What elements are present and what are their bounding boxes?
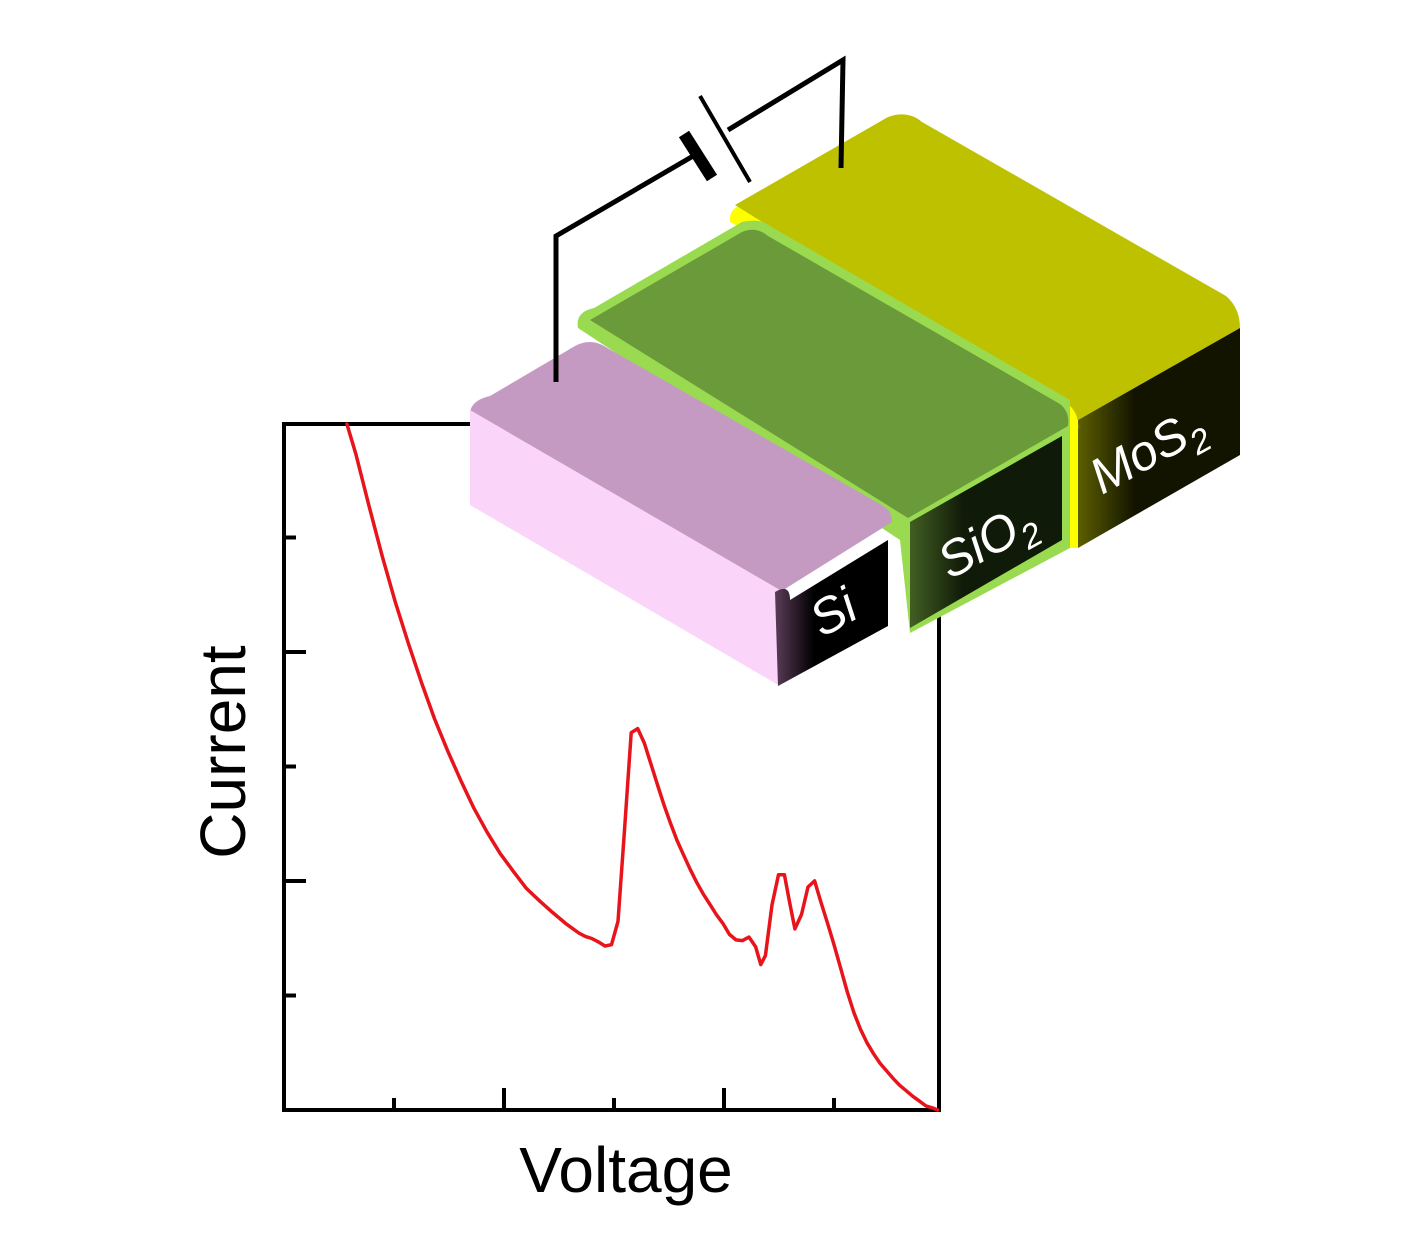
current-voltage-chart: Voltage Current (187, 422, 941, 1206)
wire-right (726, 55, 846, 169)
si-front-face (470, 410, 780, 686)
sio2-layer: SiO2 (577, 220, 1070, 633)
mos2-end-highlight (1062, 400, 1079, 548)
si-layer: Si (470, 342, 892, 686)
capacitor-plate-thick-icon (678, 130, 718, 182)
capacitor-plate-thin-icon (698, 94, 752, 184)
mos2-top-face (735, 114, 1240, 420)
sio2-top-face (590, 229, 1069, 518)
mos2-end-face (1078, 328, 1240, 548)
si-end-face (775, 540, 888, 686)
circuit-wire (553, 55, 846, 382)
device-illustration: MoS2 SiO2 Si (470, 55, 1240, 686)
x-axis-title: Voltage (519, 1134, 733, 1206)
sio2-end-face (910, 436, 1062, 628)
x-axis-ticks (392, 1088, 836, 1110)
y-axis-title: Current (187, 645, 259, 859)
current-voltage-curve (345, 422, 940, 1112)
si-top-face (470, 342, 892, 592)
y-axis-ticks (284, 535, 306, 998)
wire-left (553, 149, 702, 382)
